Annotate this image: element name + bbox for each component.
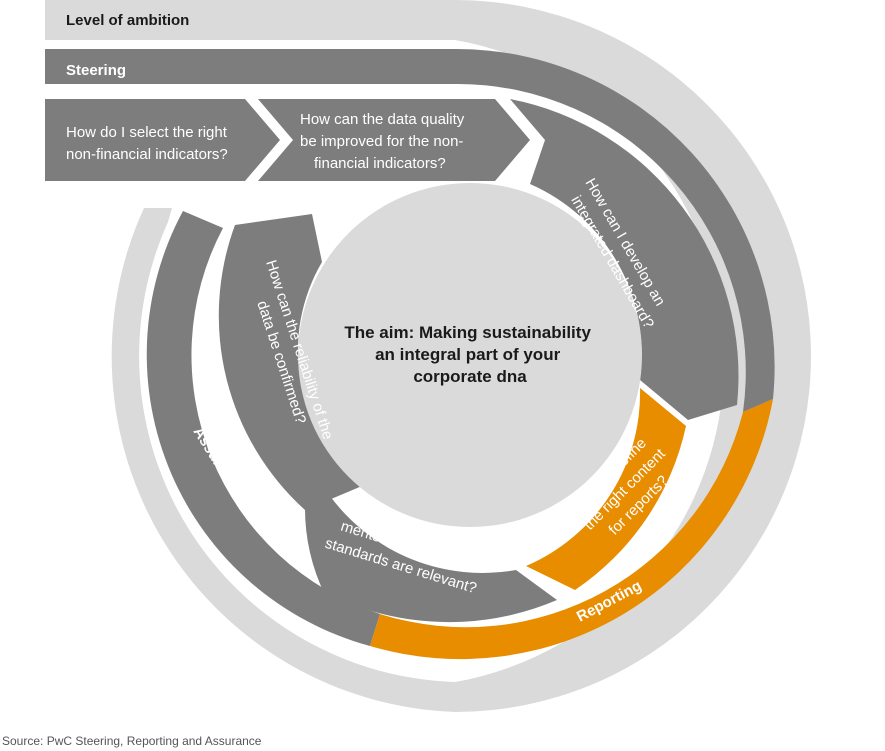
question-data-quality: How can the data quality be improved for… xyxy=(300,111,468,172)
center-aim-text: The aim: Making sustainability an integr… xyxy=(344,323,595,386)
assurance-band xyxy=(146,211,380,646)
question-select-indicators: How do I select the right non-financial … xyxy=(66,124,231,163)
question-report-content: How can I define the right content for r… xyxy=(559,428,687,556)
segment-statutory xyxy=(304,496,557,623)
reporting-band xyxy=(370,399,773,660)
steering-label: Steering xyxy=(66,62,126,79)
ambition-label: Level of ambition xyxy=(66,12,189,29)
segment-reliability xyxy=(218,214,362,510)
segment-dashboard xyxy=(510,99,739,420)
source-note: Source: PwC Steering, Reporting and Assu… xyxy=(2,734,262,748)
segment-report-content xyxy=(526,388,686,590)
arrow-select-indicators xyxy=(45,99,280,181)
center-circle xyxy=(298,183,642,527)
arrow-data-quality xyxy=(258,99,530,181)
